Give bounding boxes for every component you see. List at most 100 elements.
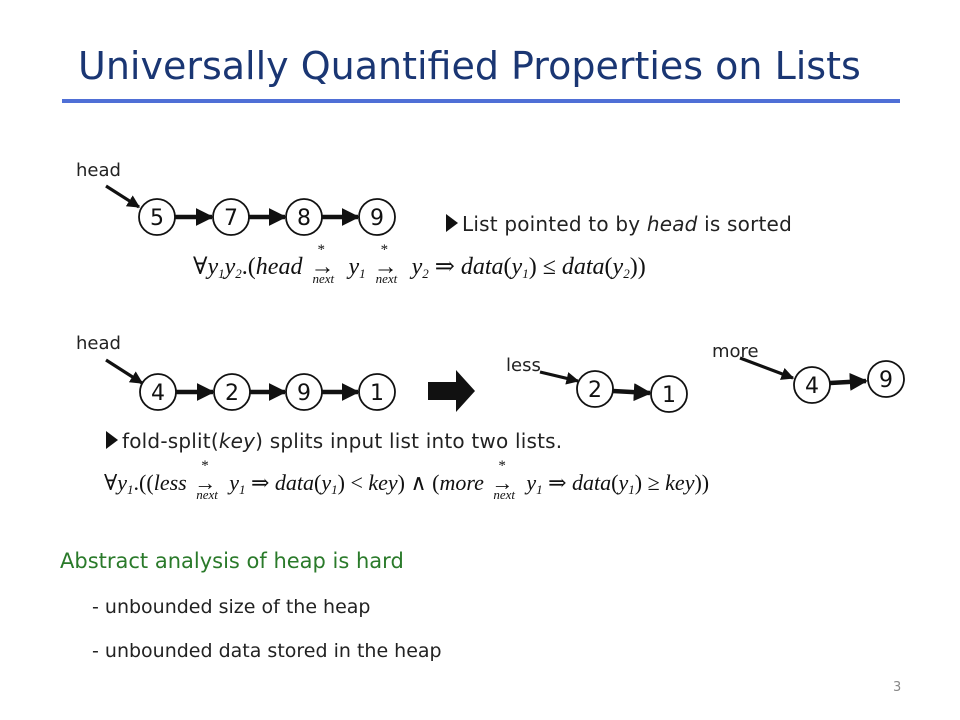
bullet-italic: key xyxy=(218,429,256,453)
bullet-text: fold-split( xyxy=(122,429,219,453)
node-value: 5 xyxy=(150,206,164,231)
node-value: 7 xyxy=(224,206,238,231)
node-value: 2 xyxy=(588,378,602,403)
var: y xyxy=(224,254,236,280)
var: y xyxy=(117,470,128,495)
punct: ) xyxy=(397,470,405,495)
var: y xyxy=(612,254,624,280)
subscript: 1 xyxy=(536,482,543,497)
term: more xyxy=(439,470,484,495)
heap-item-size: - unbounded size of the heap xyxy=(92,596,371,618)
node-value: 8 xyxy=(297,206,311,231)
next-sub: next xyxy=(312,271,335,286)
bullet-text: is sorted xyxy=(697,212,792,236)
term: data xyxy=(274,470,315,495)
head-pointer-arrow-1 xyxy=(105,184,141,209)
var: y xyxy=(348,254,360,280)
next-pointer-arrow xyxy=(612,383,652,402)
forall-symbol: ∀ xyxy=(104,470,118,495)
fold-split-bullet: fold-split(key) splits input list into t… xyxy=(122,429,562,453)
subscript: 2 xyxy=(422,266,429,281)
fold-split-formula: ∀y1.((less →*next y1 ⇒ data(y1) < key) ∧… xyxy=(104,458,710,502)
node-value: 9 xyxy=(370,206,384,231)
input-list: 4 2 9 1 xyxy=(139,373,396,411)
head-label-2: head xyxy=(76,333,121,354)
node-value: 4 xyxy=(151,381,165,406)
more-pointer-arrow xyxy=(739,356,795,380)
punct: )) xyxy=(694,470,710,495)
term: key xyxy=(368,470,398,495)
punct: . xyxy=(241,254,248,280)
star-sup: * xyxy=(380,242,389,258)
list-node xyxy=(358,373,396,411)
lt-symbol: < xyxy=(350,470,363,495)
term: less xyxy=(153,470,187,495)
node-value: 4 xyxy=(805,374,819,399)
less-label: less xyxy=(506,355,541,376)
heap-heading: Abstract analysis of heap is hard xyxy=(60,549,404,573)
var: y xyxy=(511,254,523,280)
term: head xyxy=(255,254,303,280)
var: y xyxy=(207,254,219,280)
implies-symbol: ⇒ xyxy=(434,254,455,280)
title-underline xyxy=(62,99,900,103)
subscript: 1 xyxy=(127,482,134,497)
page-number: 3 xyxy=(893,680,902,695)
reach-arrow: →*next xyxy=(194,458,218,502)
next-pointer-arrow xyxy=(829,372,868,391)
bullet-arrow-icon xyxy=(106,431,118,449)
node-value: 9 xyxy=(297,381,311,406)
subscript: 2 xyxy=(235,266,242,281)
node-value: 1 xyxy=(662,383,676,408)
node-value: 2 xyxy=(225,381,239,406)
bullet-text: ) splits input list into two lists. xyxy=(255,429,563,453)
ge-symbol: ≥ xyxy=(647,470,660,495)
subscript: 1 xyxy=(628,482,635,497)
subscript: 2 xyxy=(623,266,630,281)
next-sub: next xyxy=(493,487,515,502)
sorted-bullet: List pointed to by head is sorted xyxy=(462,212,792,236)
var: y xyxy=(411,254,423,280)
punct: ( xyxy=(432,470,440,495)
reach-arrow: →*next xyxy=(491,458,515,502)
le-symbol: ≤ xyxy=(542,254,556,280)
list-node xyxy=(793,366,831,404)
node-value: 1 xyxy=(370,381,384,406)
term: data xyxy=(561,254,605,280)
more-list: 4 9 xyxy=(793,360,905,404)
subscript: 1 xyxy=(238,482,246,497)
implies-symbol: ⇒ xyxy=(250,470,270,495)
var: y xyxy=(618,470,629,495)
list-node xyxy=(358,198,396,236)
node-value: 9 xyxy=(879,368,893,393)
reach-arrow: →*next xyxy=(310,242,335,286)
list-node xyxy=(576,370,614,408)
slide-title: Universally Quantified Properties on Lis… xyxy=(78,44,861,88)
head-pointer-arrow-2 xyxy=(105,358,144,385)
reach-arrow: →*next xyxy=(373,242,398,286)
more-label: more xyxy=(712,341,759,362)
transform-arrow xyxy=(428,370,475,412)
bullet-arrow-icon xyxy=(446,214,458,232)
star-sup: * xyxy=(201,458,209,474)
term: data xyxy=(460,254,504,280)
implies-symbol: ⇒ xyxy=(548,470,567,495)
punct: (( xyxy=(139,470,154,495)
punct: )) xyxy=(629,254,646,280)
sortedness-formula: ∀y1y2.(head →*next y1 →*next y2 ⇒ data(y… xyxy=(193,242,646,286)
punct: . xyxy=(133,470,140,495)
var: y xyxy=(526,470,537,495)
heap-item-data: - unbounded data stored in the heap xyxy=(92,640,442,662)
var: y xyxy=(321,470,332,495)
forall-symbol: ∀ xyxy=(193,254,208,280)
less-list: 2 1 xyxy=(576,370,688,413)
next-sub: next xyxy=(375,271,398,286)
subscript: 1 xyxy=(522,266,529,281)
and-symbol: ∧ xyxy=(410,470,427,495)
term: key xyxy=(665,470,695,495)
term: data xyxy=(572,470,612,495)
star-sup: * xyxy=(317,242,325,258)
list-node xyxy=(650,375,688,413)
